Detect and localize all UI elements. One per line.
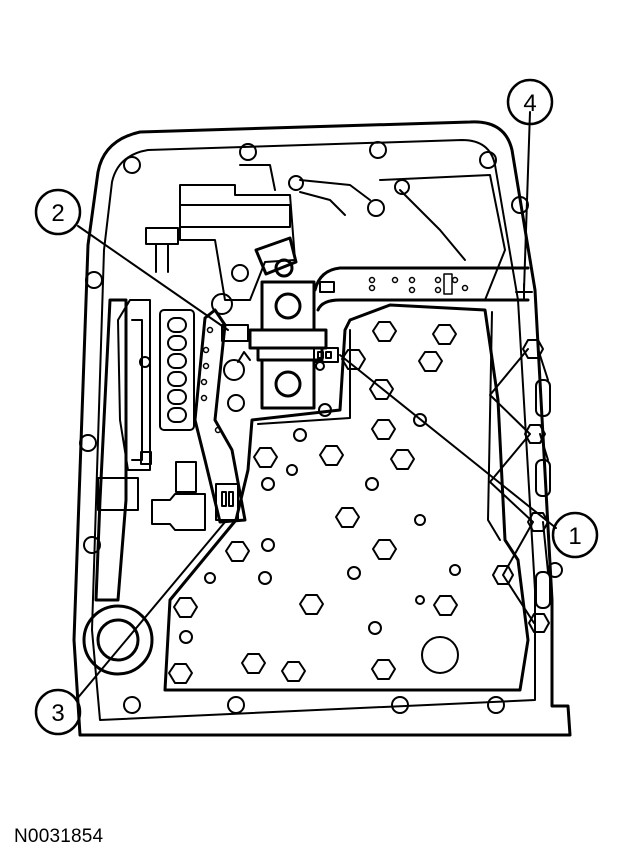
callout-4-label: 4 — [523, 90, 536, 117]
right-tube-assembly — [489, 339, 551, 633]
left-solenoid-pack — [117, 299, 195, 471]
shift-rod-fitting — [151, 493, 206, 531]
bolt-lower-left — [175, 461, 197, 493]
bolt-upper-left — [145, 227, 179, 273]
harness-connector-dots — [368, 273, 469, 295]
figure-reference-id: N0031854 — [14, 826, 104, 847]
case-bolt-holes — [79, 141, 563, 714]
plate-channel — [257, 311, 501, 541]
shift-rod — [94, 298, 128, 602]
callout-3: 3 — [34, 688, 82, 736]
manual-lever-holes — [200, 326, 222, 434]
harness-crossbar — [319, 281, 533, 301]
plate-hex-bolts — [168, 321, 458, 684]
callout-2-label: 2 — [51, 200, 64, 227]
case-outline — [72, 120, 572, 737]
filter-boss — [82, 604, 154, 676]
harness-band — [313, 266, 530, 312]
callout-2: 2 — [34, 188, 82, 236]
valve-body-plate — [163, 303, 530, 692]
solenoid-block — [248, 236, 328, 410]
callout-4: 4 — [506, 78, 554, 126]
callout-1: 1 — [551, 511, 599, 559]
callout-1-label: 1 — [568, 523, 581, 550]
upper-components — [179, 164, 506, 315]
lower-lever-slot — [215, 483, 239, 521]
detent-spring-roller — [221, 324, 251, 412]
leader-lines — [75, 111, 557, 701]
case-inner-outline — [91, 139, 536, 721]
connector-block — [313, 347, 339, 371]
callout-3-label: 3 — [51, 700, 64, 727]
plate-holes — [179, 403, 461, 674]
shift-rod-collar — [97, 477, 139, 511]
